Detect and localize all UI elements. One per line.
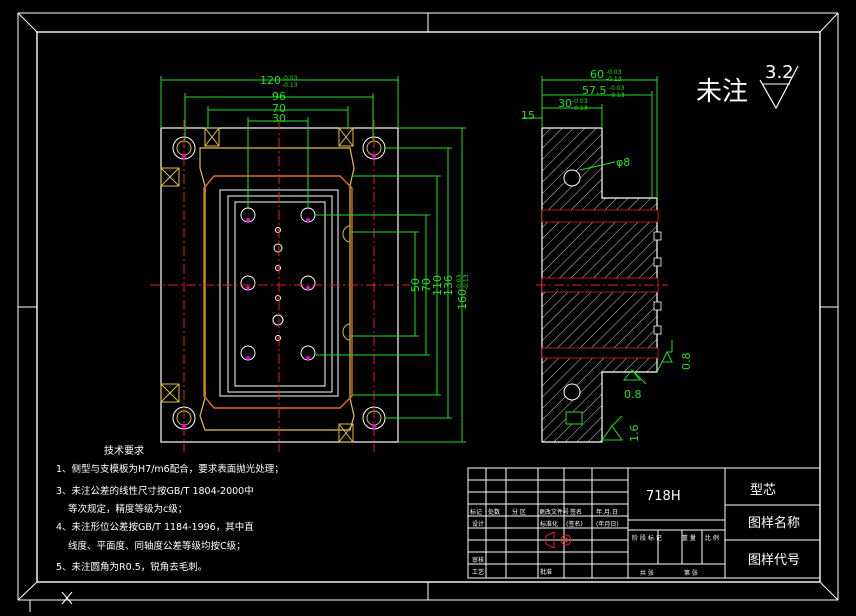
dim-30-side-tol-upper: -0.03 (572, 98, 588, 105)
label-approve: 批准 (540, 568, 552, 576)
tech-req-item-1: 1、侧型与支模板为H7/m6配合，要求表面抛光处理； (56, 463, 284, 475)
dim-96: 96 (272, 90, 286, 103)
sheet-border (17, 12, 839, 601)
row-label-date: 年.月.日 (596, 508, 618, 516)
label-scale: 比 例 (705, 534, 719, 542)
dim-160-tol-upper: -0.03 (456, 274, 463, 290)
dim-15: 15 (521, 109, 535, 122)
roughness-0-8-b: 0.8 (624, 388, 642, 401)
ucs-icon (29, 591, 73, 612)
front-view: 120 -0.03 -0.13 96 70 30 50 70 110 136 1… (150, 74, 470, 452)
hole-phi8-label: φ8 (616, 156, 630, 169)
row-label-sign: 签名 (570, 508, 582, 516)
label-standard: 标准化 (540, 520, 558, 528)
part-name: 型芯 (750, 483, 776, 498)
dim-110: 110 (431, 275, 444, 296)
title-block (467, 467, 821, 579)
projection-symbol (545, 531, 572, 549)
roughness-note-value: 3.2 (765, 62, 794, 83)
dim-60-tol-upper: -0.03 (606, 69, 622, 76)
dim-70v: 70 (420, 278, 433, 292)
dim-120-tol-lower: -0.13 (282, 82, 298, 89)
label-design: 设计 (472, 520, 484, 528)
tech-req-item-3: 3、未注公差的线性尺寸按GB/T 1804-2000中 (56, 485, 254, 497)
dim-57-5: 57.5 (582, 84, 607, 97)
general-roughness-note: 未注 3.2 (696, 62, 799, 110)
dim-50: 50 (409, 278, 422, 292)
dim-60: 60 (590, 68, 604, 81)
roughness-note-text: 未注 (696, 77, 748, 107)
label-sheet-no: 第 张 (684, 569, 698, 577)
row-label-zone: 分 区 (512, 508, 526, 516)
roughness-0-8-a: 0.8 (680, 353, 693, 371)
tech-req-item-5: 5、未注圆角为R0.5，锐角去毛刺。 (56, 561, 207, 573)
dim-57-5-tol-upper: -0.03 (609, 85, 625, 92)
dim-30-side-tol-lower: -0.13 (572, 105, 588, 112)
label-signature: (签名) (566, 520, 583, 528)
roughness-1-6: 1.6 (628, 425, 641, 443)
dim-30-side: 30 (558, 97, 572, 110)
material-label: 718H (646, 489, 681, 504)
label-process: 工艺 (472, 568, 484, 576)
dim-160: 160 (456, 289, 469, 310)
label-weight: 重 量 (682, 534, 696, 542)
label-stage: 阶 段 标 记 (632, 534, 662, 542)
dim-60-tol-lower: -0.13 (606, 76, 622, 83)
dim-120: 120 (260, 74, 281, 87)
tech-req-item-4b: 线度、平面度、同轴度公差等级均按C级； (68, 540, 246, 552)
label-review: 审核 (472, 556, 484, 564)
label-date: (年月日) (596, 520, 619, 528)
label-total-sheets: 共 张 (640, 569, 654, 577)
dim-160-tol-lower: -0.13 (463, 274, 470, 290)
drawing-code-label: 图样代号 (748, 553, 800, 568)
tech-req-item-3b: 等次规定，精度等级为c级； (68, 503, 187, 515)
technical-requirements: 技术要求 1、侧型与支模板为H7/m6配合，要求表面抛光处理； 3、未注公差的线… (56, 444, 284, 573)
tech-req-title: 技术要求 (104, 444, 144, 457)
tech-req-item-4: 4、未注形位公差按GB/T 1184-1996，其中直 (56, 521, 254, 533)
drawing-name-label: 图样名称 (748, 515, 800, 531)
dim-57-5-tol-lower: -0.13 (609, 92, 625, 99)
side-view: 60 -0.03 -0.13 57.5 -0.03 -0.13 30 -0.03… (521, 68, 693, 443)
row-label-mark: 标记 (470, 508, 482, 516)
dim-120-tol-upper: -0.03 (282, 75, 298, 82)
dim-30: 30 (272, 112, 286, 125)
dim-70: 70 (272, 102, 286, 115)
row-label-count: 处数 (488, 508, 500, 516)
dim-136: 136 (442, 275, 455, 296)
row-label-change: 更改文件号 (539, 508, 569, 516)
